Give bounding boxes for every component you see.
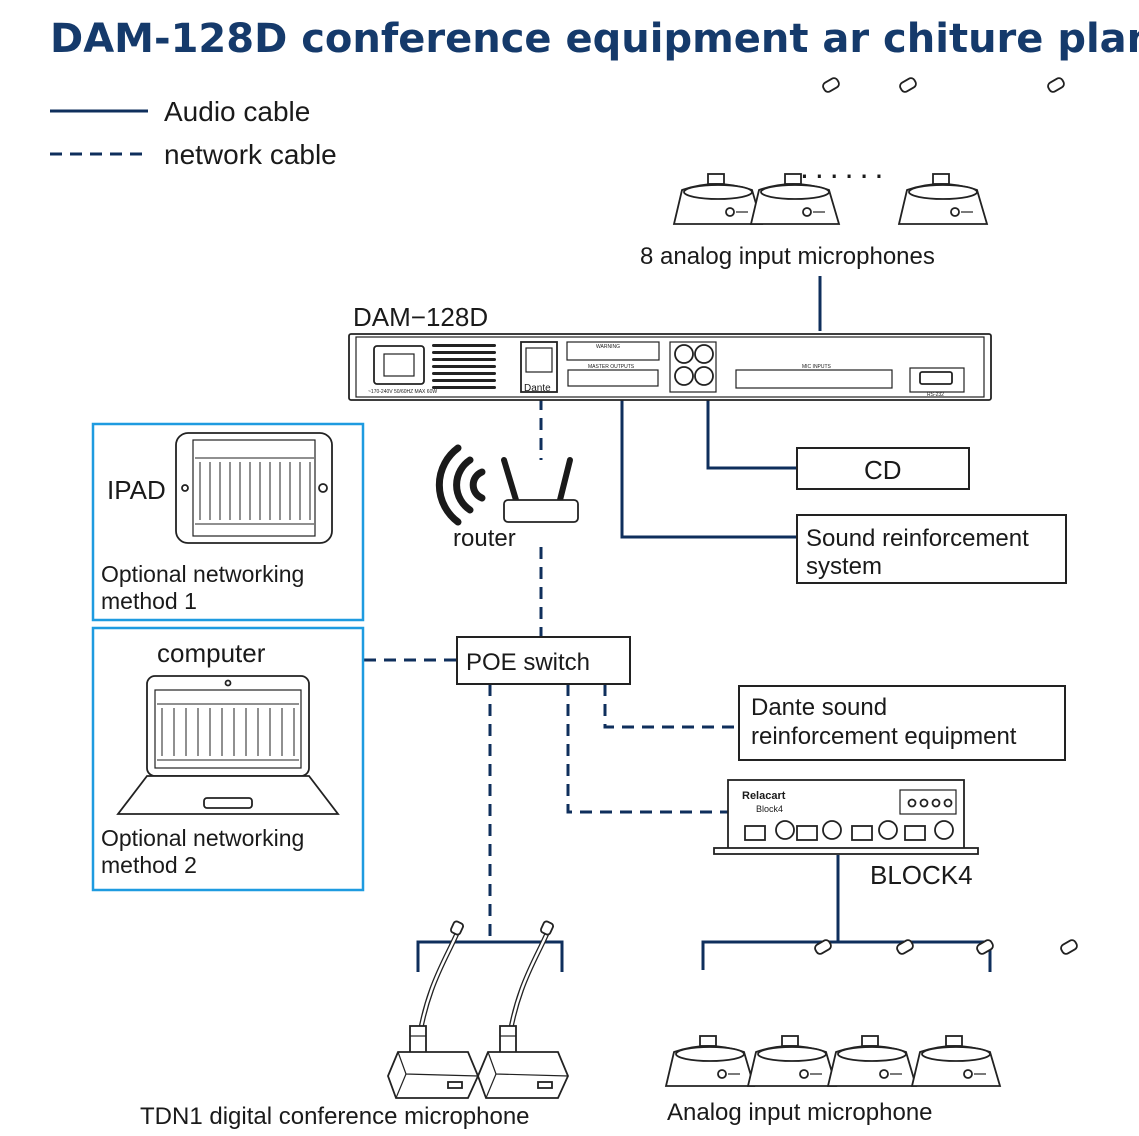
desk-microphone xyxy=(897,75,1067,226)
top-microphone-group: ...... 8 analog input microphones xyxy=(640,75,1067,270)
network-cables xyxy=(364,398,739,942)
poe-switch: POE switch xyxy=(456,636,631,685)
tdn1-label: TDN1 digital conference microphone xyxy=(140,1103,530,1130)
block4-brand: Relacart xyxy=(742,790,786,802)
sound-reinforcement-line1: Sound reinforcement xyxy=(806,525,1029,552)
dam-128d-device: DAM−128D ~170-240V 50/60HZ MAX 60W Dante… xyxy=(348,302,992,401)
device-name: DAM−128D xyxy=(353,302,488,332)
laptop-screen xyxy=(146,675,310,777)
ipad-label: IPAD xyxy=(107,475,166,505)
desk-microphone xyxy=(910,937,1080,1088)
ipad-panel: IPAD Optional networking method 1 xyxy=(91,422,365,622)
block4-model: Block4 xyxy=(756,804,783,814)
rs232-label: RS-232 xyxy=(927,392,944,398)
analog-mics-top-label: 8 analog input microphones xyxy=(640,243,935,270)
dante-equipment-line1: Dante sound xyxy=(751,694,887,721)
vent-grid xyxy=(432,344,496,389)
block4-device: Relacart Block4 BLOCK4 xyxy=(713,779,979,890)
poe-switch-label: POE switch xyxy=(466,649,590,676)
sound-reinforcement-box: Sound reinforcement system xyxy=(796,514,1067,584)
legend: Audio cable network cable xyxy=(50,96,337,170)
router: router xyxy=(435,444,579,552)
tdn1-microphone-group: TDN1 digital conference microphone xyxy=(140,920,568,1130)
laptop-mixer-faders xyxy=(157,703,299,761)
block4-label: BLOCK4 xyxy=(870,860,973,890)
cd-label: CD xyxy=(864,455,902,485)
computer-panel: computer Optional networking method 2 xyxy=(91,626,365,892)
svg-text:~170-240V 50/60HZ MAX 60W: ~170-240V 50/60HZ MAX 60W xyxy=(368,389,437,395)
legend-network-label: network cable xyxy=(164,139,337,170)
dante-equipment-box: Dante sound reinforcement equipment xyxy=(738,685,1066,761)
cd-box: CD xyxy=(796,447,970,490)
dante-logo: Dante xyxy=(524,383,551,394)
ellipsis-dots: ...... xyxy=(800,149,889,185)
legend-audio-label: Audio cable xyxy=(164,96,310,127)
computer-method-line1: Optional networking xyxy=(101,825,304,851)
ipad-mixer-faders xyxy=(195,457,314,525)
sound-reinforcement-line2: system xyxy=(806,553,882,580)
bottom-microphone-group: Analog input microphone xyxy=(664,937,1080,1126)
dante-equipment-line2: reinforcement equipment xyxy=(751,723,1017,750)
tdn1-microphone xyxy=(388,920,478,1098)
computer-label: computer xyxy=(157,638,266,668)
ipad-device xyxy=(175,432,333,544)
ipad-method-line2: method 1 xyxy=(101,588,197,614)
dante-port xyxy=(520,341,558,393)
master-outputs-label: MASTER OUTPUTS xyxy=(588,364,635,370)
mic-inputs-label: MIC INPUTS xyxy=(802,364,832,370)
power-inlet xyxy=(373,345,425,385)
analog-mics-bottom-label: Analog input microphone xyxy=(667,1099,933,1126)
computer-method-line2: method 2 xyxy=(101,852,197,878)
tdn1-microphone xyxy=(478,920,568,1098)
laptop-keyboard xyxy=(116,775,340,815)
ipad-method-line1: Optional networking xyxy=(101,561,304,587)
warning-label: WARNING xyxy=(596,344,620,350)
audio-cables xyxy=(416,276,992,972)
router-label: router xyxy=(453,525,516,552)
page-title: DAM-128D conference equipment ar chiture… xyxy=(50,16,1139,62)
